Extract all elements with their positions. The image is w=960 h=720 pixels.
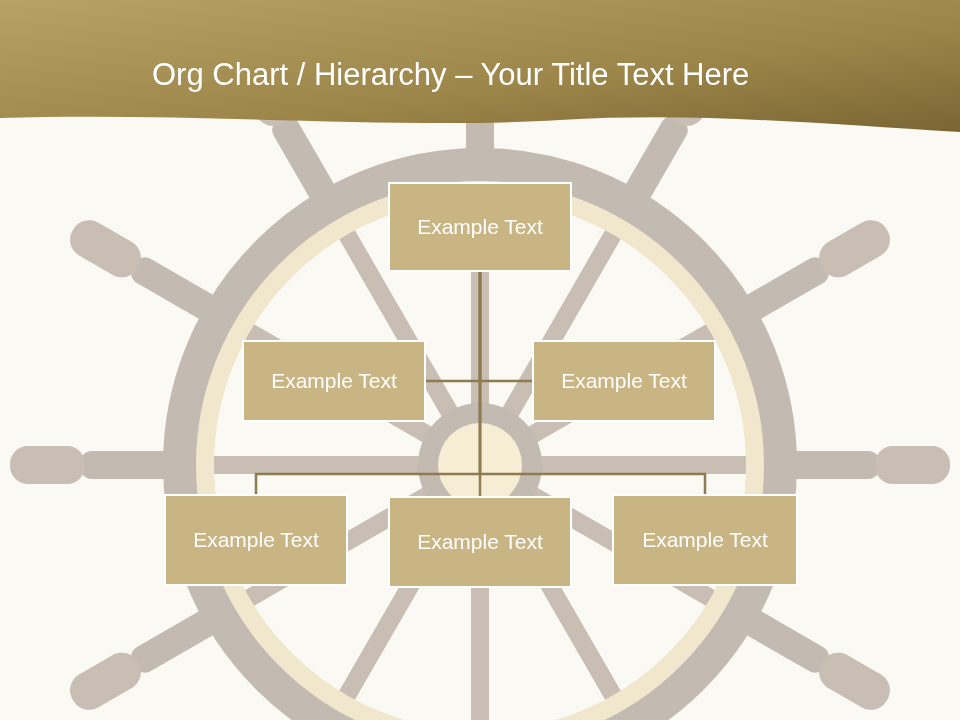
org-connector xyxy=(480,272,532,381)
box-label: Example Text xyxy=(417,529,543,555)
wheel-spoke xyxy=(530,446,950,484)
spoke-knob xyxy=(813,214,897,284)
box-label: Example Text xyxy=(417,214,543,240)
box-label: Example Text xyxy=(193,527,319,553)
box-label: Example Text xyxy=(271,368,397,394)
org-connector xyxy=(426,272,480,381)
org-connector xyxy=(256,272,480,494)
spoke-bar xyxy=(180,456,430,474)
org-connector xyxy=(480,272,705,494)
org-box: Example Text xyxy=(242,340,426,422)
title-area: Org Chart / Hierarchy – Your Title Text … xyxy=(152,56,942,94)
slide-title: Org Chart / Hierarchy – Your Title Text … xyxy=(152,56,942,94)
wheel-rim xyxy=(180,165,780,720)
spoke-bar xyxy=(530,456,780,474)
spoke-knob xyxy=(875,446,950,484)
spoke-knob xyxy=(63,214,147,284)
header-band xyxy=(0,0,960,132)
spoke-knob xyxy=(63,646,147,716)
wheel-spoke xyxy=(10,446,430,484)
spoke-knob xyxy=(813,646,897,716)
box-label: Example Text xyxy=(561,368,687,394)
org-box: Example Text xyxy=(164,494,348,586)
spoke-knob xyxy=(10,446,85,484)
org-box: Example Text xyxy=(612,494,798,586)
org-box: Example Text xyxy=(388,182,572,272)
box-label: Example Text xyxy=(642,527,768,553)
org-box: Example Text xyxy=(388,496,572,588)
org-box: Example Text xyxy=(532,340,716,422)
